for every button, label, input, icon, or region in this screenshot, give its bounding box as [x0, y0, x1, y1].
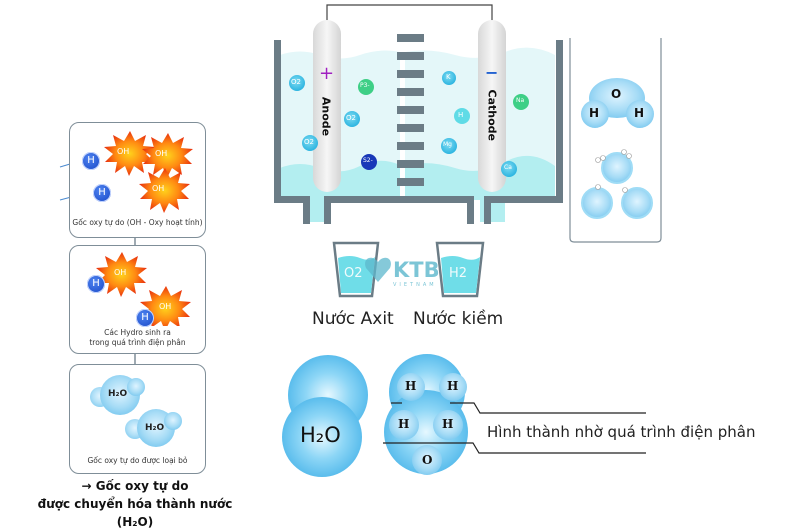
ion-o2: [302, 135, 318, 151]
anode-ions: [289, 75, 377, 170]
ion-label: O2: [304, 138, 314, 146]
radical-star: [104, 131, 155, 176]
watermark-text: KTB: [393, 258, 440, 282]
h2o-molecule-small: [581, 78, 654, 128]
molecule-label: H₂O: [145, 423, 165, 433]
ion-p3: [358, 79, 374, 95]
radical-label: OH: [117, 147, 130, 156]
molecule-label: H₂O: [108, 389, 128, 399]
watermark-subtext: VIETNAM: [393, 282, 437, 288]
water-molecules: [90, 375, 182, 447]
ion-mg: [441, 138, 457, 154]
ion-label: K: [446, 73, 451, 81]
step-caption-line2: trong quá trình điện phân: [89, 338, 186, 347]
alkaline-water-glass: [435, 241, 485, 298]
hydrogen-label: H: [589, 106, 600, 120]
ion-label: Ca: [504, 164, 512, 171]
ion-label: O2: [346, 114, 356, 122]
conclusion-line1: → Gốc oxy tự do: [81, 479, 189, 493]
diagram-canvas: [59, 4, 662, 477]
step-card-radicals-removed: H₂O H₂O Gốc oxy tự do được loại bỏ: [69, 364, 206, 474]
radical-label: OH: [155, 149, 168, 158]
membrane: [397, 34, 424, 186]
radical-group: [104, 131, 193, 213]
dissolved-molecules: [581, 149, 653, 219]
radical-label: OH: [159, 302, 172, 311]
annotation-line: [450, 402, 646, 414]
hydrogen-label: H: [634, 106, 645, 120]
cathode-ions: [441, 71, 529, 177]
cluster-h-label: H: [405, 379, 417, 393]
ion-label: O2: [291, 78, 301, 86]
oxygen-label: O: [611, 87, 622, 101]
ion-label: H: [458, 111, 464, 119]
step-card-free-radicals: OH OH OH H H Gốc oxy tự do (OH - Oxy hoạ…: [69, 122, 206, 238]
watermark-logo: [365, 257, 391, 282]
ion-s2: [361, 154, 377, 170]
anode-label: Anode: [319, 96, 333, 137]
ion-label: P3-: [360, 82, 370, 89]
cathode-minus-sign: −: [485, 63, 499, 82]
cathode-label: Cathode: [485, 89, 499, 141]
ion-label: Na: [516, 97, 525, 104]
anode-plus-sign: +: [319, 63, 335, 84]
step-caption-line1: Các Hydro sinh ra: [104, 328, 171, 337]
cluster-h-label: H: [442, 417, 454, 431]
step-caption: Gốc oxy tự do được loại bỏ: [87, 456, 188, 465]
cathode-electrode: [478, 20, 506, 192]
anode-electrode: [313, 20, 341, 192]
cluster-h-label: H: [398, 417, 410, 431]
ion-k: [442, 71, 456, 85]
hydrogen-atom: H: [136, 309, 154, 327]
cluster-h-label: H: [447, 379, 459, 393]
ion-h: [454, 108, 470, 124]
radical-star: [142, 133, 193, 178]
wire: [326, 4, 493, 22]
ion-label: Mg: [443, 141, 452, 148]
ion-na: [513, 94, 529, 110]
step-card-hydrogen-bonding: OH OH H H Các Hydro sinh ra trong quá tr…: [69, 245, 206, 354]
radical-label: OH: [152, 184, 165, 193]
radical-star: [96, 252, 147, 297]
acid-water-label: Nước Axit: [312, 309, 394, 329]
hydrogen-atom: H: [82, 152, 100, 170]
alkaline-water-label: Nước kiềm: [413, 309, 504, 329]
conclusion-line2: được chuyển hóa thành nước (H₂O): [37, 497, 233, 529]
radical-label: OH: [114, 268, 127, 277]
radical-star: [139, 168, 190, 213]
ion-o2: [289, 75, 305, 91]
h2o-cluster: [384, 354, 468, 475]
glass-label-h2: H2: [449, 266, 468, 281]
hydrogen-atom: H: [87, 275, 105, 293]
ion-ca: [501, 161, 517, 177]
electrolysis-annotation: Hình thành nhờ quá trình điện phân: [487, 423, 756, 441]
water-container: [569, 38, 662, 243]
glass-label-o2: O2: [344, 266, 363, 281]
cluster-o-label: O: [422, 453, 433, 467]
step-caption: Gốc oxy tự do (OH - Oxy hoạt tính): [72, 218, 203, 227]
h2o-label: H₂O: [300, 423, 341, 447]
hydrogen-atom: H: [93, 184, 111, 202]
annotation-line: [383, 442, 646, 454]
ion-o2: [344, 111, 360, 127]
ion-label: S2-: [363, 157, 373, 164]
h2o-molecules-large: [282, 355, 368, 477]
